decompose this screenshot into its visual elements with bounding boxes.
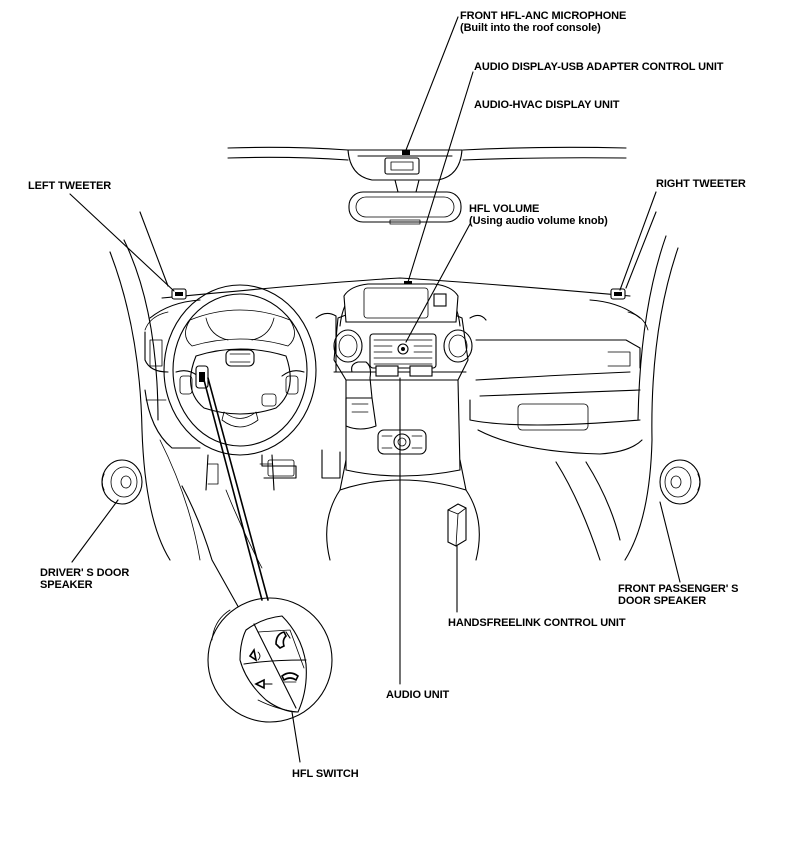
pedals	[181, 449, 341, 611]
seats	[159, 439, 621, 561]
label-front-mic-line1: FRONT HFL-ANC MICROPHONE	[460, 10, 627, 22]
label-drivers-door-line1: DRIVER' S DOOR	[40, 567, 130, 579]
dashboard-top	[144, 277, 649, 331]
label-front-passenger-line2: DOOR SPEAKER	[618, 595, 707, 607]
leader-lines	[69, 16, 681, 763]
handsfreelink-control-unit-icon	[447, 503, 467, 547]
voice-talk-icon	[248, 647, 261, 662]
center-vents	[333, 329, 473, 363]
label-left-tweeter: LEFT TWEETER	[28, 180, 112, 192]
label-front-hfl-anc-microphone: FRONT HFL-ANC MICROPHONE (Built into the…	[460, 10, 626, 34]
steering-wheel	[163, 284, 317, 456]
back-icon	[254, 678, 273, 690]
label-front-mic-line2: (Built into the roof console)	[460, 22, 601, 34]
rear-view-mirror	[348, 179, 462, 225]
label-drivers-door-speaker: DRIVER' S DOOR SPEAKER	[40, 567, 129, 591]
label-front-passenger-line1: FRONT PASSENGER' S	[618, 583, 739, 595]
audio-unit-icon	[369, 333, 437, 377]
hfl-switch-inset	[207, 597, 333, 723]
label-front-passenger-door-speaker: FRONT PASSENGER' S DOOR SPEAKER	[618, 583, 739, 607]
gear-shifter	[345, 361, 377, 430]
label-audio-display-usb: AUDIO DISPLAY-USB ADAPTER CONTROL UNIT	[474, 61, 724, 73]
right-tweeter-icon	[610, 288, 626, 300]
lower-console	[326, 429, 480, 561]
label-audio-hvac-display-unit: AUDIO-HVAC DISPLAY UNIT	[474, 99, 620, 111]
front-passenger-door-speaker-icon	[659, 459, 701, 505]
right-dash	[469, 314, 643, 455]
hfl-switch-on-wheel-icon	[195, 365, 209, 389]
label-handsfreelink-control-unit: HANDSFREELINK CONTROL UNIT	[448, 617, 626, 629]
label-audio-unit: AUDIO UNIT	[386, 689, 450, 701]
label-hfl-volume-line2: (Using audio volume knob)	[469, 215, 608, 227]
phone-hangup-icon	[280, 672, 300, 683]
a-pillars	[109, 211, 679, 561]
label-hfl-volume: HFL VOLUME (Using audio volume knob)	[469, 203, 608, 227]
steering-column	[205, 454, 275, 491]
phone-pickup-icon	[275, 631, 291, 649]
left-tweeter-icon	[171, 288, 187, 300]
front-hfl-anc-microphone-icon	[402, 150, 410, 155]
drivers-door-speaker-icon	[101, 459, 143, 505]
windshield-top	[227, 146, 627, 161]
label-drivers-door-line2: SPEAKER	[40, 579, 93, 591]
roof-console	[347, 149, 463, 181]
label-right-tweeter: RIGHT TWEETER	[656, 178, 746, 190]
label-hfl-switch: HFL SWITCH	[292, 768, 359, 780]
audio-hvac-display-unit-icon	[433, 293, 447, 307]
label-hfl-volume-line1: HFL VOLUME	[469, 203, 540, 215]
